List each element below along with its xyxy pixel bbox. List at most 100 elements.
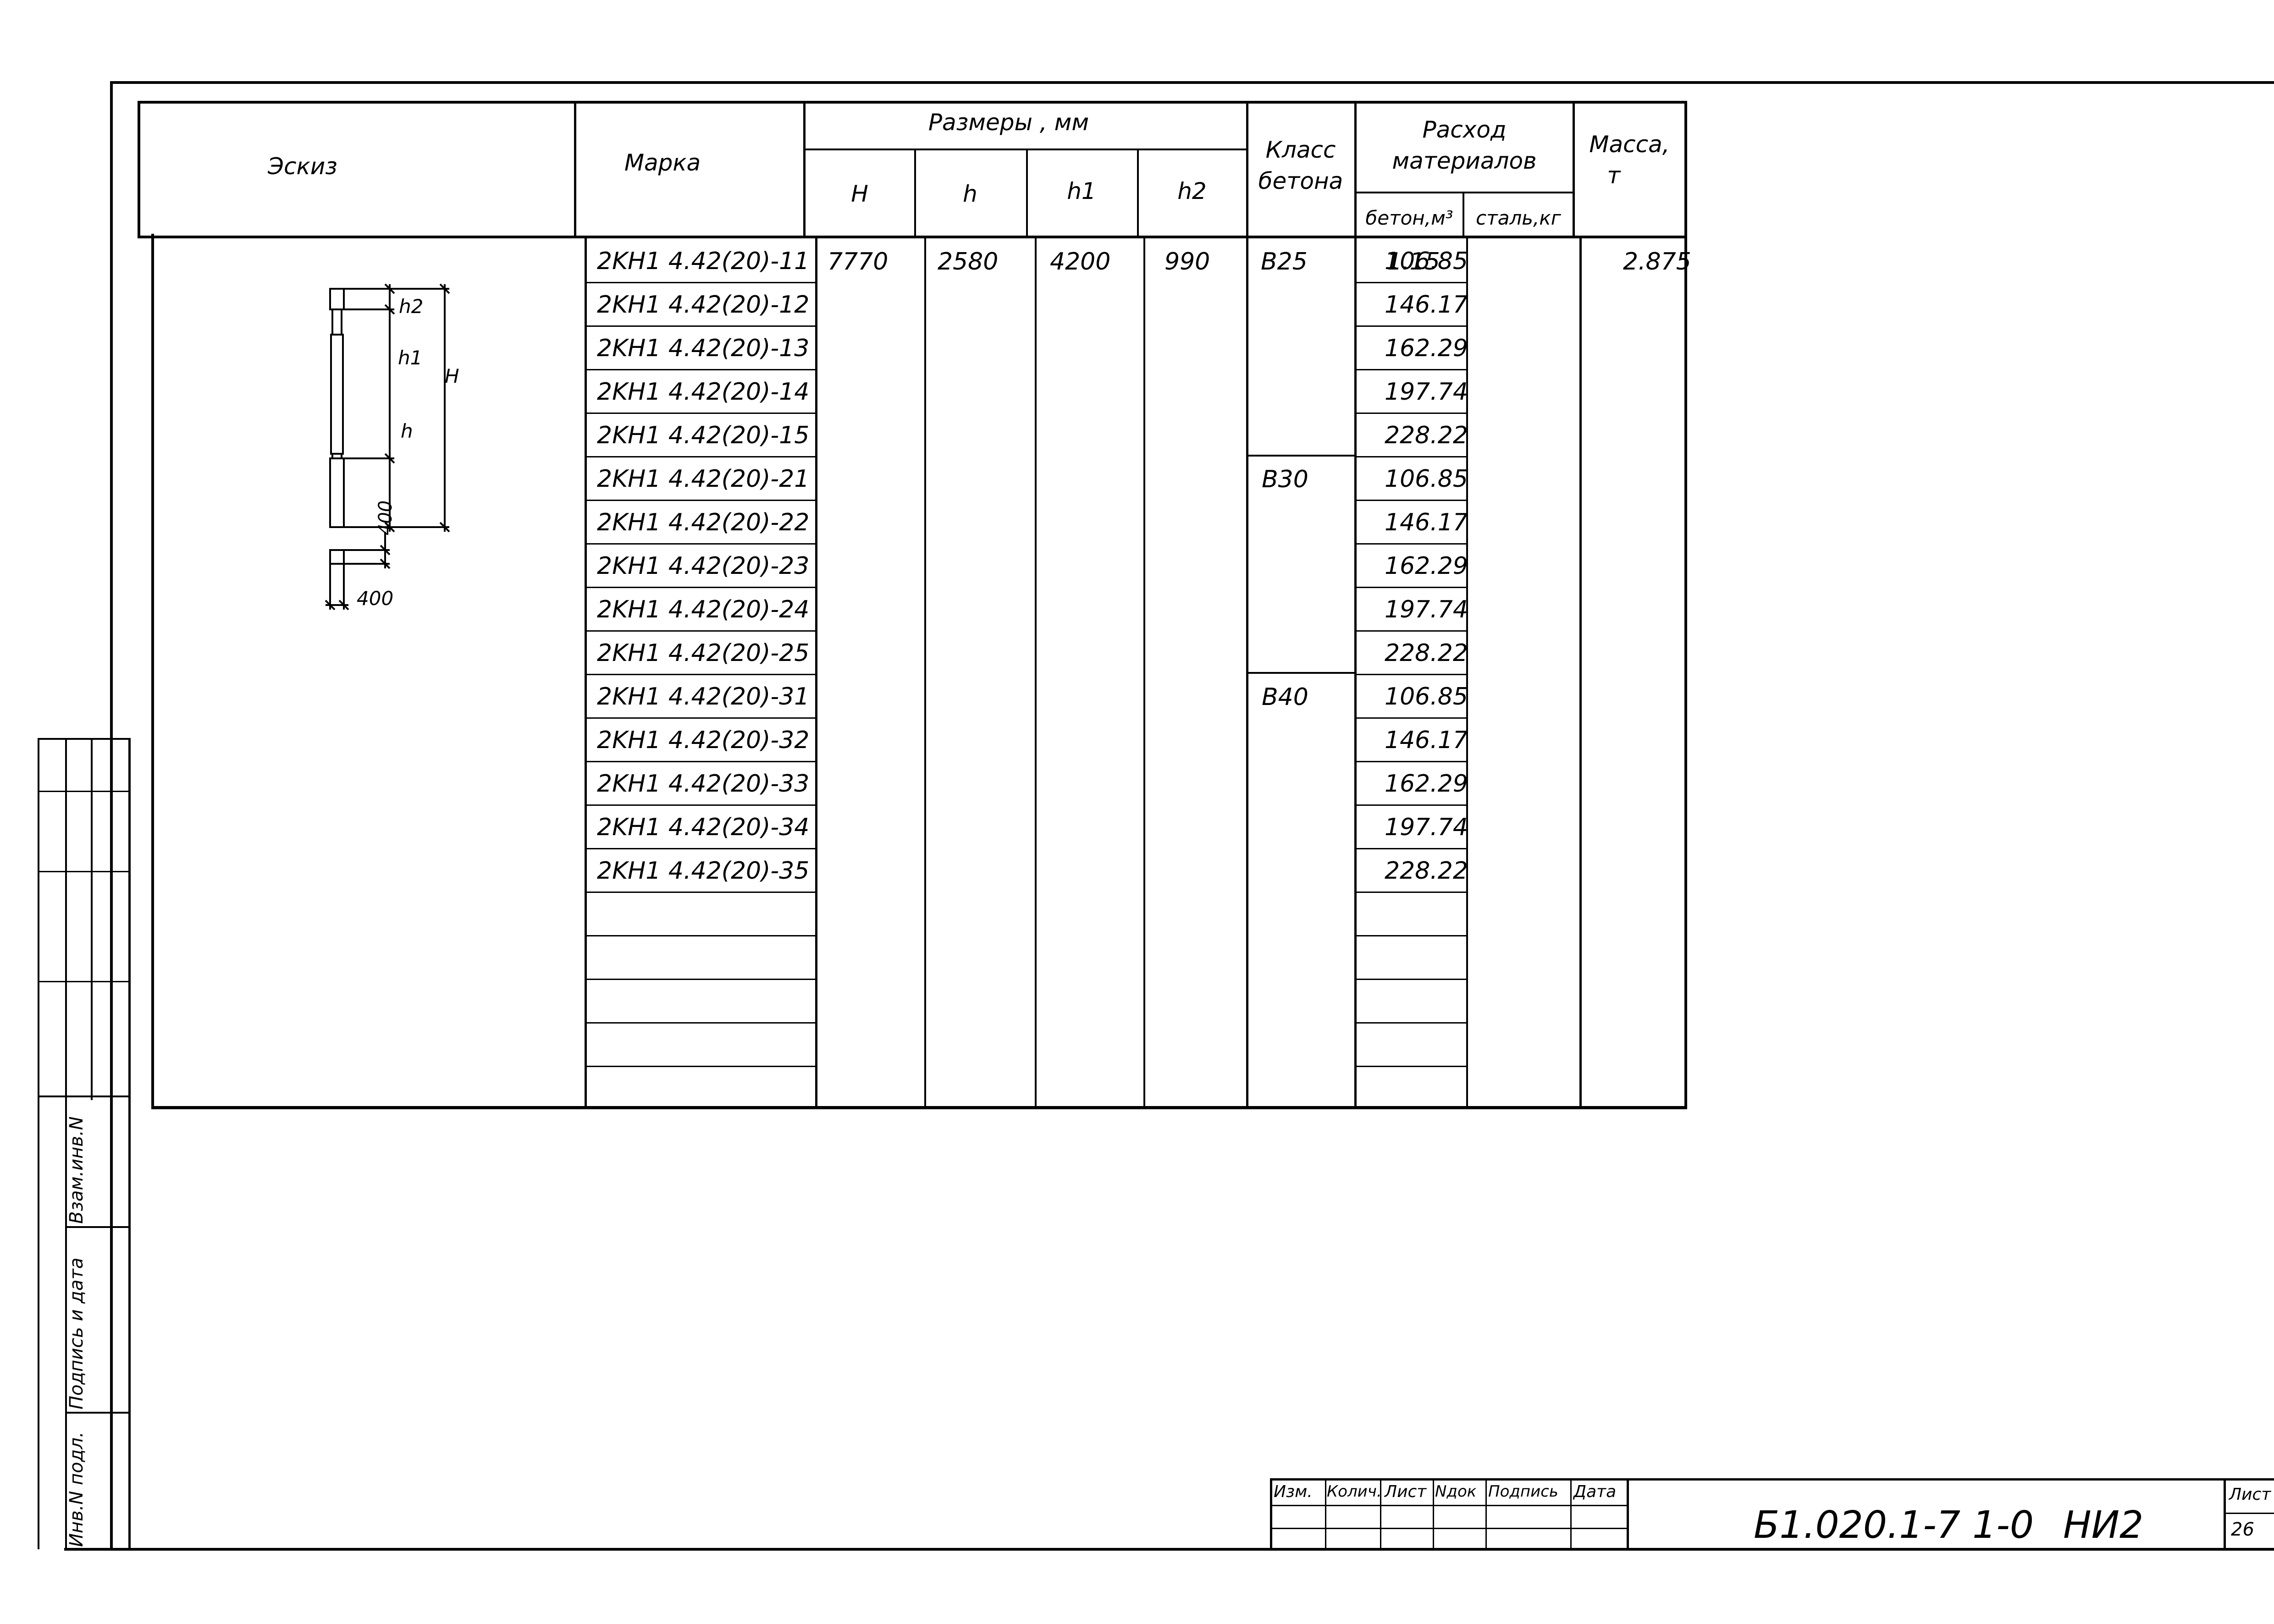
row-line-steel [1356,1066,1467,1067]
header-concrete-m3: бетон,м³ [1365,207,1453,229]
row-mark: 2KH1 4.42(20)-21 [597,465,810,493]
row-line-mark [585,500,816,501]
stamp-inv-podl: Инв.N подл. [66,1431,87,1547]
tb-col-kolich: Колич. [1327,1482,1382,1501]
header-class-1: Класс [1265,137,1336,163]
header-mass-1: Масса, [1589,131,1670,158]
header-h1: h1 [1067,178,1096,204]
row-line-mark [585,543,816,545]
column-sketch [325,283,450,611]
row-line-steel [1356,282,1467,283]
sketch-label-H: H [445,365,459,387]
row-line-steel [1356,587,1467,588]
class-b30: B30 [1262,466,1308,493]
row-steel: 228.22 [1385,422,1468,449]
row-line-mark [585,935,816,936]
row-steel: 106.85 [1385,248,1468,275]
row-steel: 197.74 [1385,378,1468,406]
row-line-steel [1356,848,1467,849]
row-mark: 2KH1 4.42(20)-25 [597,639,810,667]
header-steel-kg: сталь,кг [1476,207,1561,229]
row-steel: 162.29 [1385,770,1468,798]
row-line-steel [1356,413,1467,414]
row-line-mark [585,804,816,806]
row-steel: 228.22 [1385,857,1468,885]
row-line-mark [585,369,816,370]
tb-col-list: Лист [1385,1482,1427,1501]
tb-col-ndok: Nдок [1435,1482,1477,1501]
value-mass: 2.875 [1623,248,1691,275]
row-mark: 2KH1 4.42(20)-14 [597,378,810,406]
value-h2: 990 [1165,248,1210,275]
title-block: Изм. Колич. Лист Nдок Подпись Дата Б1.02… [1270,1478,2274,1551]
row-mark: 2KH1 4.42(20)-23 [597,552,810,580]
row-line-mark [585,848,816,849]
row-line-steel [1356,979,1467,980]
row-line-steel [1356,325,1467,327]
row-line-mark [585,979,816,980]
row-steel: 162.29 [1385,552,1468,580]
row-line-steel [1356,761,1467,762]
row-line-steel [1356,369,1467,370]
row-mark: 2KH1 4.42(20)-33 [597,770,810,798]
header-consumption-1: Расход [1422,116,1507,143]
header-h: h [963,181,977,207]
frame-top-line [110,81,2274,84]
stamp-vzam-inv: Взам.инв.N [66,1116,87,1224]
row-line-mark [585,456,816,457]
row-line-steel [1356,456,1467,457]
row-line-mark [585,674,816,675]
value-h1: 4200 [1050,248,1111,275]
sketch-label-h1: h1 [398,347,423,369]
row-steel: 197.74 [1385,596,1468,623]
header-dimensions: Размеры , мм [928,109,1089,136]
row-line-mark [585,1066,816,1067]
row-mark: 2KH1 4.42(20)-13 [597,335,810,362]
tb-col-izm: Изм. [1274,1482,1313,1501]
row-steel: 146.17 [1385,291,1468,319]
row-steel: 228.22 [1385,639,1468,667]
row-line-steel [1356,1022,1467,1024]
row-line-mark [585,413,816,414]
row-steel: 106.85 [1385,465,1468,493]
row-steel: 146.17 [1385,509,1468,536]
products-table: Эскиз Марка Размеры , мм H h h1 h2 Класс… [138,101,1691,1109]
header-h2: h2 [1177,178,1207,204]
stamp-podpis-data: Подпись и дата [66,1257,87,1409]
row-steel: 197.74 [1385,814,1468,841]
row-line-steel [1356,717,1467,719]
row-line-mark [585,717,816,719]
row-mark: 2KH1 4.42(20)-35 [597,857,810,885]
sketch-dim-400-vertical: 400 [375,500,396,535]
row-line-mark [585,325,816,327]
value-H: 7770 [828,248,889,275]
row-line-steel [1356,935,1467,936]
row-steel: 146.17 [1385,727,1468,754]
tb-sheet-number: 26 [2231,1519,2254,1540]
row-line-mark [585,761,816,762]
value-h: 2580 [938,248,999,275]
header-H: H [851,181,868,207]
row-line-mark [585,587,816,588]
row-mark: 2KH1 4.42(20)-11 [597,248,810,275]
row-line-steel [1356,630,1467,632]
frame-left-line [110,81,113,1549]
header-class-2: бетона [1258,168,1343,194]
row-mark: 2KH1 4.42(20)-31 [597,683,810,710]
row-mark: 2KH1 4.42(20)-24 [597,596,810,623]
tb-col-podpis: Подпись [1488,1482,1558,1501]
sketch-label-h2: h2 [399,295,424,318]
tb-sheet-label: Лист [2229,1485,2271,1504]
class-b40: B40 [1262,683,1308,711]
frame-bottom-line [64,1548,2274,1551]
row-steel: 106.85 [1385,683,1468,710]
frame-left-binding-line [128,738,131,1549]
class-b25: B25 [1261,248,1308,275]
row-mark: 2KH1 4.42(20)-12 [597,291,810,319]
row-line-mark [585,630,816,632]
header-mark: Марка [624,149,701,176]
header-mass-2: т [1607,162,1621,189]
row-line-mark [585,892,816,893]
tb-doc-id: НИ2 [2063,1503,2144,1547]
row-line-steel [1356,804,1467,806]
